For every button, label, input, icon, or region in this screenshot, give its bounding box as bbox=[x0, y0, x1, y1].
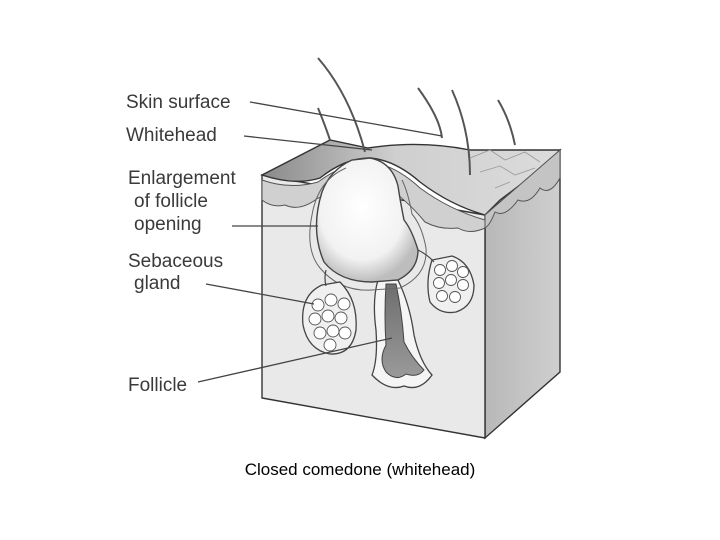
label-sebaceous-line2: gland bbox=[134, 273, 181, 294]
label-enlargement-line2: of follicle bbox=[134, 191, 208, 212]
leader-whitehead bbox=[243, 135, 373, 151]
hair-5 bbox=[317, 107, 331, 141]
leader-sebaceous bbox=[205, 283, 315, 305]
sebaceous-gland-right bbox=[427, 255, 475, 314]
hair-2 bbox=[417, 87, 443, 139]
follicle-hair-shaft bbox=[381, 283, 425, 378]
skin-top-surface bbox=[260, 139, 562, 216]
label-whitehead: Whitehead bbox=[126, 125, 217, 146]
right-epidermis-band bbox=[484, 148, 561, 229]
hair-4 bbox=[497, 99, 516, 146]
plug-wall bbox=[309, 167, 427, 291]
gland-duct-left bbox=[324, 269, 327, 287]
skin-texture bbox=[469, 149, 541, 189]
label-skin-surface: Skin surface bbox=[126, 92, 231, 113]
leader-follicle bbox=[197, 337, 393, 383]
gland-duct-right bbox=[417, 249, 435, 263]
label-sebaceous-line1: Sebaceous bbox=[128, 251, 224, 272]
label-enlargement-line3: opening bbox=[134, 214, 202, 235]
hair-1 bbox=[317, 57, 366, 153]
label-follicle: Follicle bbox=[128, 375, 188, 396]
figure-caption: Closed comedone (whitehead) bbox=[244, 460, 476, 479]
sebaceous-gland-left bbox=[301, 281, 357, 355]
hair-3 bbox=[451, 89, 471, 176]
whitehead-plug bbox=[315, 157, 419, 283]
leader-skin-surface bbox=[249, 101, 443, 137]
label-enlargement-line1: Enlargement bbox=[128, 168, 236, 189]
